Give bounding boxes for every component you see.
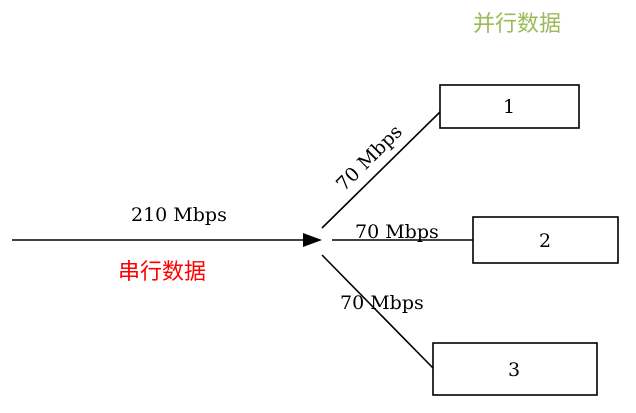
output-box-2-label: 2: [539, 230, 551, 252]
branch-rate-top-label: 70 Mbps: [332, 121, 407, 196]
branch-rate-mid-label: 70 Mbps: [355, 221, 439, 243]
serial-rate-label: 210 Mbps: [131, 204, 227, 226]
branch-line-top: [321, 110, 442, 229]
output-box-1-label: 1: [503, 96, 515, 118]
serial-arrowhead: [303, 233, 322, 247]
output-box-2: 2: [472, 216, 619, 264]
serial-data-label: 串行数据: [118, 260, 206, 285]
output-box-3: 3: [432, 342, 598, 396]
parallel-data-label: 并行数据: [473, 12, 561, 37]
branch-line-bottom: [321, 254, 434, 369]
output-box-3-label: 3: [508, 359, 520, 381]
branch-rate-bottom-label: 70 Mbps: [340, 292, 424, 314]
output-box-1: 1: [439, 84, 580, 129]
